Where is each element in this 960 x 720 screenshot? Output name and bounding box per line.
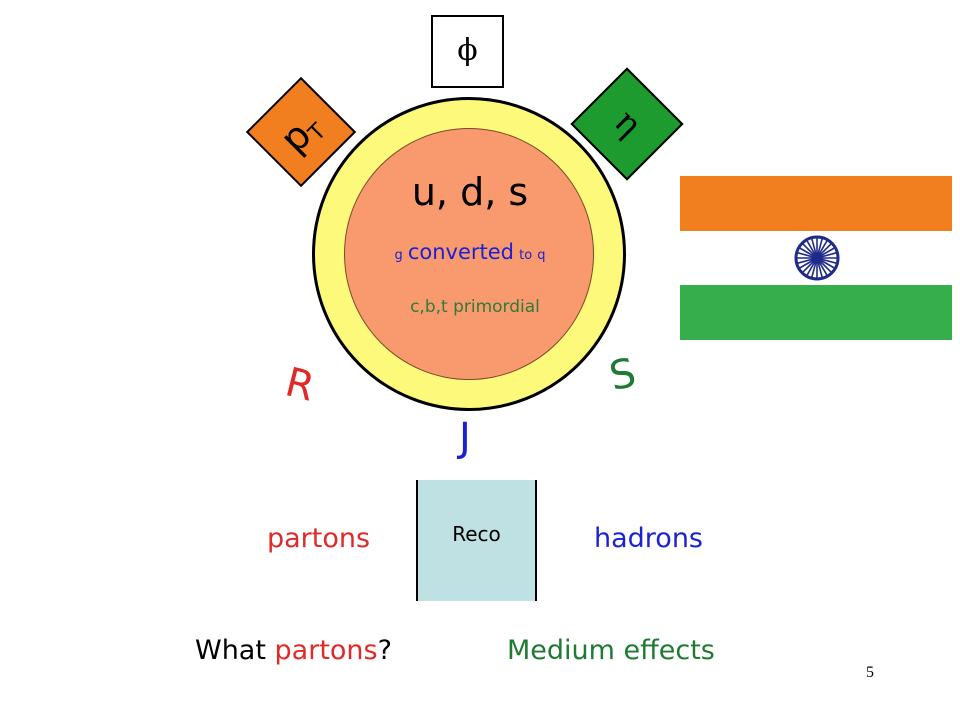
chakra-spoke — [811, 238, 818, 259]
chakra-spoke — [816, 257, 823, 278]
chakra-spoke — [797, 257, 818, 264]
chakra-spoke — [816, 257, 832, 273]
chakra-spoke — [816, 240, 828, 259]
chakra-spoke — [816, 257, 837, 264]
conversion-word: converted — [407, 240, 514, 264]
chakra-spoke — [816, 238, 823, 259]
question-prefix: What — [195, 635, 275, 666]
hadrons-label: hadrons — [594, 523, 704, 554]
chakra-spoke — [816, 252, 837, 259]
pt-label: pT — [256, 88, 345, 177]
conversion-q: q — [537, 248, 546, 263]
medium-effects-label: Medium effects — [507, 635, 715, 666]
chakra-spoke — [806, 257, 818, 276]
conversion-g: g — [394, 248, 403, 263]
chakra-spoke — [802, 257, 818, 273]
chakra-spoke — [799, 247, 818, 259]
reco-label: Reco — [452, 522, 501, 546]
what-partons-question: What partons? — [195, 635, 392, 666]
small-dot — [562, 320, 567, 325]
chakra-spoke — [799, 257, 818, 269]
phi-box: ϕ — [431, 15, 504, 88]
core-flavors: u, d, s — [411, 170, 529, 214]
chakra-spoke — [816, 257, 828, 276]
slide-number: 5 — [866, 664, 874, 681]
chakra-spoke — [797, 252, 818, 259]
eta-label: η — [606, 101, 650, 145]
chakra-spoke — [816, 247, 835, 259]
recombination-box — [416, 480, 537, 601]
medium-core — [344, 128, 594, 380]
chakra-spoke — [806, 240, 818, 259]
flag-saffron-band — [680, 176, 952, 231]
label-J: J — [459, 415, 471, 461]
gluon-conversion-text: g converted to q — [345, 240, 595, 264]
chakra-spoke — [816, 243, 832, 259]
partons-label: partons — [267, 523, 371, 554]
question-highlight: partons — [274, 635, 378, 666]
label-S: S — [605, 349, 640, 401]
chakra-spoke — [811, 257, 818, 278]
question-suffix: ? — [377, 635, 392, 666]
indian-flag-icon — [680, 176, 952, 340]
ashoka-chakra-icon — [794, 235, 840, 281]
label-R: R — [280, 359, 319, 411]
flag-green-band — [680, 285, 952, 340]
chakra-spoke — [816, 257, 835, 269]
primordial-flavors: c,b,t primordial — [410, 297, 540, 317]
conversion-to: to — [519, 248, 533, 263]
chakra-spoke — [802, 243, 818, 259]
